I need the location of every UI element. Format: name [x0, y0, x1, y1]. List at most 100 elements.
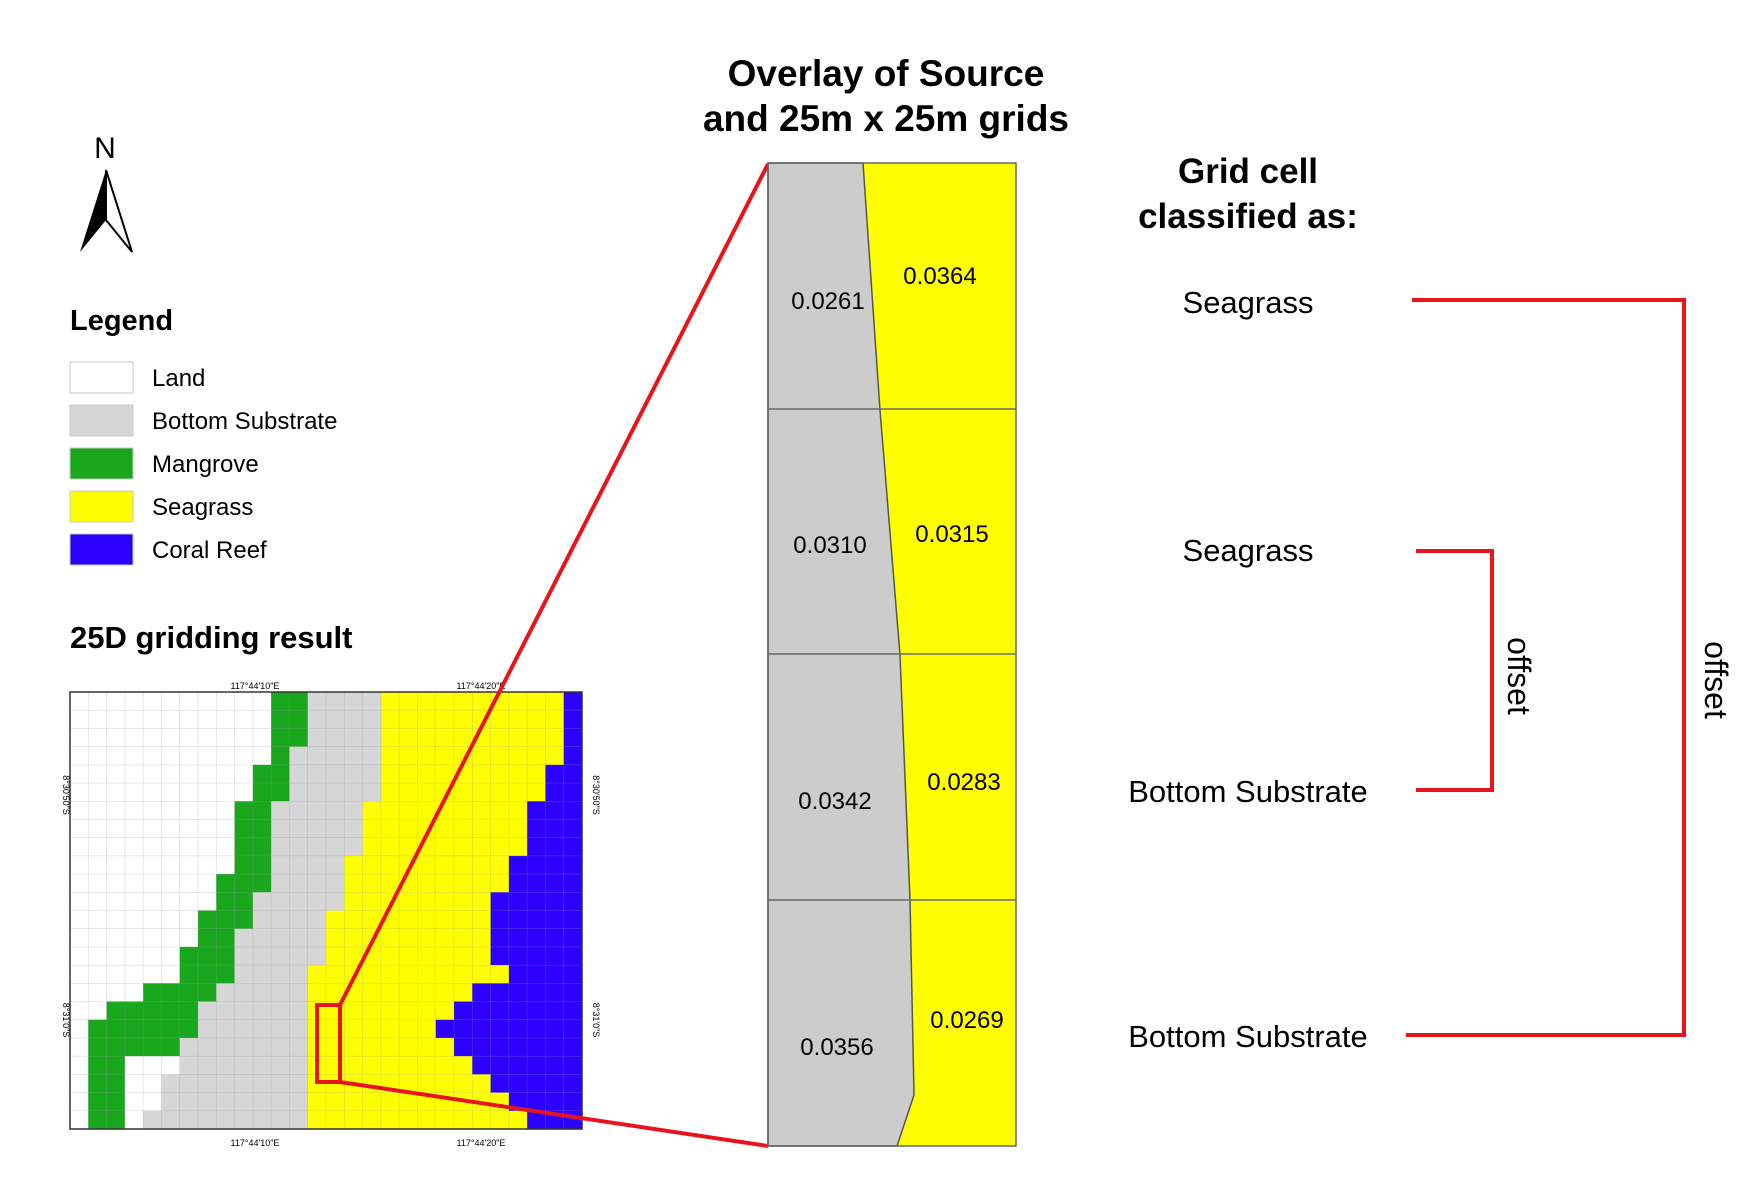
- grid-cell: [563, 983, 583, 1003]
- left-tick-1: 8°30'50"S: [61, 775, 71, 815]
- grid-cell: [270, 709, 291, 730]
- grid-cell: [124, 855, 144, 875]
- grid-cell: [179, 782, 199, 802]
- grid-cell: [417, 691, 437, 711]
- grid-cell: [563, 837, 583, 857]
- grid-cell: [398, 1055, 419, 1076]
- grid-cell: [398, 782, 419, 802]
- grid-cell: [526, 983, 547, 1003]
- grid-cell: [471, 1037, 492, 1057]
- grid-cell: [362, 964, 382, 985]
- grid-cell: [490, 764, 510, 784]
- grid-cell: [124, 819, 144, 839]
- grid-cell: [87, 928, 108, 948]
- grid-cell: [435, 728, 455, 748]
- grid-cell: [545, 709, 565, 730]
- grid-cell: [215, 709, 236, 730]
- grid-cell: [490, 1110, 510, 1130]
- grid-cell: [87, 709, 108, 730]
- grid-cell: [179, 983, 199, 1003]
- grid-cell: [197, 1110, 217, 1130]
- grid-cell: [289, 910, 309, 930]
- overlay-title: Overlay of Source and 25m x 25m grids: [703, 53, 1069, 139]
- grid-cell: [380, 946, 400, 966]
- grid-cell: [124, 1055, 144, 1076]
- grid-cell: [307, 746, 327, 766]
- grid-cell: [362, 746, 382, 766]
- grid-cell: [307, 691, 327, 711]
- grid-cell: [435, 837, 455, 857]
- grid-cell: [526, 709, 547, 730]
- grid-cell: [69, 1001, 89, 1021]
- grid-cell: [307, 764, 327, 784]
- grid-cell: [106, 873, 126, 893]
- cell-2-seagrass-value: 0.0315: [915, 521, 988, 548]
- grid-cell: [453, 964, 473, 985]
- grid-cell: [252, 728, 272, 748]
- grid-cell: [124, 746, 144, 766]
- grid-cell: [142, 891, 163, 912]
- offset-labels: offset offset: [1501, 637, 1734, 719]
- grid-cell: [343, 891, 364, 912]
- grid-cell: [252, 1092, 272, 1112]
- grid-cell: [124, 782, 144, 802]
- grid-cell: [69, 819, 89, 839]
- cell-4-substrate-value: 0.0356: [800, 1034, 873, 1061]
- grid-cell: [490, 819, 510, 839]
- grid-cell: [252, 709, 272, 730]
- highlight-box: [315, 1003, 342, 1084]
- grid-cell: [87, 782, 108, 802]
- grid-cell: [545, 764, 565, 784]
- grid-cell: [508, 855, 528, 875]
- grid-cell: [508, 928, 528, 948]
- grid-cell: [362, 728, 382, 748]
- grid-cell: [435, 1001, 455, 1021]
- grid-cell: [87, 1074, 108, 1094]
- grid-cell: [179, 946, 199, 966]
- grid-cell: [106, 946, 126, 966]
- grid-cell: [325, 873, 345, 893]
- grid-cell: [343, 709, 364, 730]
- grid-cell: [362, 1074, 382, 1094]
- grid-cell: [380, 964, 400, 985]
- grid-cell: [69, 800, 89, 821]
- grid-cell: [526, 819, 547, 839]
- grid-cell: [197, 1037, 217, 1057]
- grid-cell: [453, 691, 473, 711]
- grid-cell: [453, 855, 473, 875]
- grid-cell: [142, 709, 163, 730]
- grid-cell: [471, 873, 492, 893]
- grid-cell: [69, 1074, 89, 1094]
- grid-cell: [453, 928, 473, 948]
- grid-cell: [362, 1055, 382, 1076]
- grid-cell: [417, 946, 437, 966]
- grid-cell: [417, 964, 437, 985]
- class-label-1: Seagrass: [1183, 285, 1314, 320]
- grid-cell: [87, 1019, 108, 1039]
- grid-cell: [252, 928, 272, 948]
- right-tick-1: 8°30'50"S: [591, 775, 601, 815]
- inner-offset-bracket: [1416, 549, 1494, 792]
- grid-cell: [252, 837, 272, 857]
- grid-cell: [142, 1110, 163, 1130]
- grid-cell: [289, 691, 309, 711]
- grid-cell: [362, 1092, 382, 1112]
- grid-cell: [307, 964, 327, 985]
- grid-cell: [270, 1037, 291, 1057]
- grid-cell: [215, 928, 236, 948]
- grid-cell: [161, 1001, 181, 1021]
- grid-cell: [106, 928, 126, 948]
- grid-cell: [252, 873, 272, 893]
- grid-cell: [435, 928, 455, 948]
- grid-cell: [179, 873, 199, 893]
- grid-cell: [215, 1001, 236, 1021]
- grid-cell: [124, 964, 144, 985]
- grid-cell: [362, 873, 382, 893]
- grid-cell: [325, 819, 345, 839]
- connector-bottom: [339, 1080, 769, 1148]
- grid-cell: [471, 1074, 492, 1094]
- grid-cell: [234, 946, 254, 966]
- grid-cell: [106, 1037, 126, 1057]
- north-arrow: N: [80, 132, 133, 253]
- grid-cell: [490, 1037, 510, 1057]
